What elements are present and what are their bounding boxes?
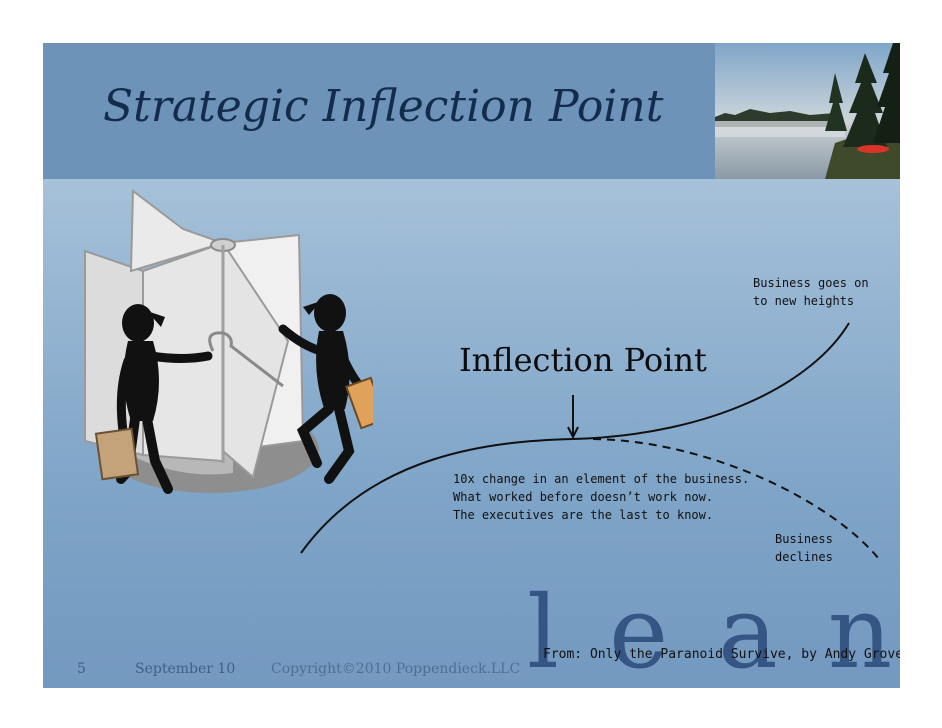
change-line-2: What worked before doesn’t work now.	[453, 488, 749, 506]
heights-line-2: to new heights	[753, 292, 869, 310]
slide: Strategic Inflection Point	[43, 43, 900, 688]
business-declines-label: Business declines	[775, 530, 833, 566]
change-line-1: 10x change in an element of the business…	[453, 470, 749, 488]
business-heights-label: Business goes on to new heights	[753, 274, 869, 310]
change-line-3: The executives are the last to know.	[453, 506, 749, 524]
inflection-point-label: Inflection Point	[459, 341, 707, 379]
change-description: 10x change in an element of the business…	[453, 470, 749, 524]
down-arrow-icon	[568, 395, 578, 437]
title-bar: Strategic Inflection Point	[43, 43, 715, 179]
declines-line-2: declines	[775, 548, 833, 566]
footer-date: September 10	[135, 661, 235, 677]
heights-line-1: Business goes on	[753, 274, 869, 292]
source-citation: From: Only the Paranoid Survive, by Andy…	[543, 647, 900, 662]
page-number: 5	[77, 661, 86, 677]
footer-copyright: Copyright©2010 Poppendieck.LLC	[271, 661, 520, 677]
slide-title: Strategic Inflection Point	[103, 81, 663, 132]
declines-line-1: Business	[775, 530, 833, 548]
lean-watermark: lean	[527, 578, 900, 688]
lake-photo	[715, 43, 900, 179]
